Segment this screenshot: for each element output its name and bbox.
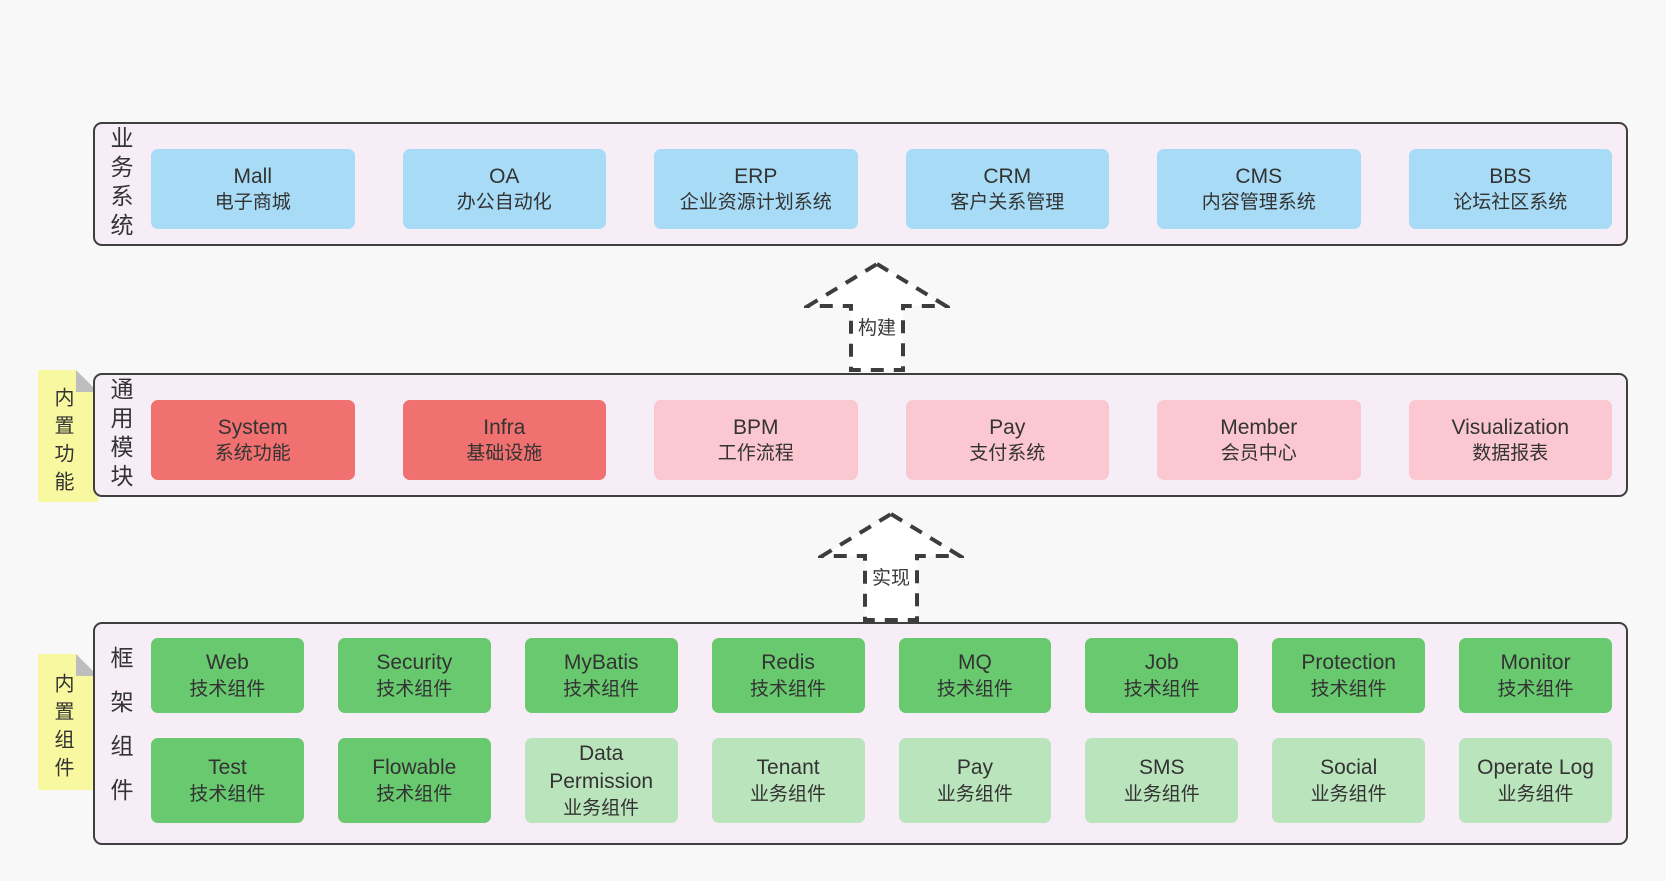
box-sms: SMS 业务组件 [1085, 738, 1239, 823]
layer-common-modules: 通用模块 System 系统功能 Infra 基础设施 BPM 工作流程 Pay [93, 373, 1628, 497]
layer-business-systems: 业务系统 Mall 电子商城 OA 办公自动化 ERP 企业资源计划系统 CRM [93, 122, 1628, 246]
box-crm: CRM 客户关系管理 [905, 149, 1109, 229]
box-bbs: BBS 论坛社区系统 [1408, 149, 1612, 229]
box-tenant: Tenant 业务组件 [711, 738, 865, 823]
box-web: Web 技术组件 [151, 638, 304, 714]
business-row: Mall 电子商城 OA 办公自动化 ERP 企业资源计划系统 CRM 客户关系… [151, 149, 1612, 229]
layer-framework-components: 框架组件 Web 技术组件 Security 技术组件 MyBatis 技术组件 [93, 622, 1628, 845]
box-pay-component: Pay 业务组件 [898, 738, 1052, 823]
build-arrow: 构建 [804, 260, 950, 374]
layer-framework-title: 框架组件 [107, 645, 133, 822]
box-bpm: BPM 工作流程 [654, 400, 858, 480]
box-erp: ERP 企业资源计划系统 [654, 149, 858, 229]
box-flowable: Flowable 技术组件 [337, 738, 491, 823]
box-member: Member 会员中心 [1157, 400, 1361, 480]
framework-row-1: Web 技术组件 Security 技术组件 MyBatis 技术组件 Redi… [151, 638, 1612, 714]
box-cms: CMS 内容管理系统 [1157, 149, 1361, 229]
box-mybatis: MyBatis 技术组件 [524, 638, 678, 714]
box-protection: Protection 技术组件 [1272, 638, 1426, 714]
box-oa: OA 办公自动化 [402, 149, 606, 229]
layer-common-title: 通用模块 [107, 377, 133, 493]
box-visualization: Visualization 数据报表 [1408, 400, 1612, 480]
sticky-builtin-components: 内置组件 [38, 654, 98, 790]
implement-arrow-label: 实现 [868, 562, 914, 591]
sticky-builtin-functions: 内置功能 [38, 370, 98, 502]
box-operate-log: Operate Log 业务组件 [1459, 738, 1612, 823]
framework-row-2: Test 技术组件 Flowable 技术组件 Data Permission … [151, 738, 1612, 823]
common-row: System 系统功能 Infra 基础设施 BPM 工作流程 Pay 支付系统… [151, 400, 1612, 480]
business-boxes-area: Mall 电子商城 OA 办公自动化 ERP 企业资源计划系统 CRM 客户关系… [151, 124, 1612, 244]
box-redis: Redis 技术组件 [711, 638, 865, 714]
box-job: Job 技术组件 [1085, 638, 1239, 714]
box-social: Social 业务组件 [1272, 738, 1426, 823]
box-pay-system: Pay 支付系统 [905, 400, 1109, 480]
box-mq: MQ 技术组件 [898, 638, 1052, 714]
box-infra: Infra 基础设施 [402, 400, 606, 480]
box-mall: Mall 电子商城 [151, 149, 355, 229]
box-system: System 系统功能 [151, 400, 355, 480]
box-data-permission: Data Permission 业务组件 [524, 738, 678, 823]
build-arrow-label: 构建 [854, 312, 900, 341]
box-security: Security 技术组件 [337, 638, 491, 714]
common-boxes-area: System 系统功能 Infra 基础设施 BPM 工作流程 Pay 支付系统… [151, 375, 1612, 495]
implement-arrow: 实现 [818, 510, 964, 624]
layer-business-title: 业务系统 [107, 126, 133, 242]
box-monitor: Monitor 技术组件 [1459, 638, 1612, 714]
framework-boxes-area: Web 技术组件 Security 技术组件 MyBatis 技术组件 Redi… [151, 624, 1612, 843]
box-test: Test 技术组件 [151, 738, 304, 823]
